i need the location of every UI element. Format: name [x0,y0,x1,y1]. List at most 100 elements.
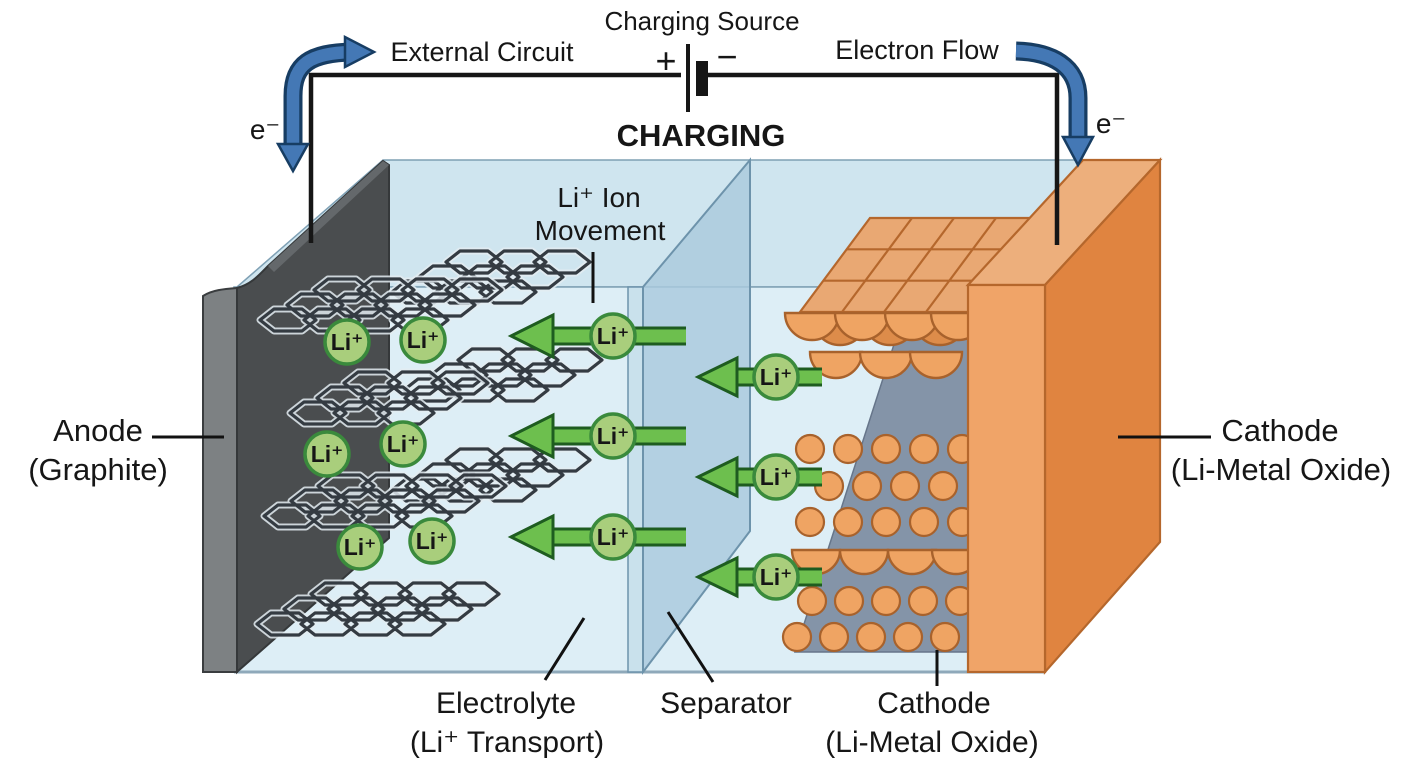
anode-left-edge [202,286,238,673]
oxide-sphere [818,621,850,653]
li-ion [323,318,371,366]
li-ion-label: Li⁺ [416,528,449,554]
anode-label-line2: (Graphite) [28,452,168,487]
oxide-sphere [889,470,921,502]
cathode-right-label-line1: Cathode [1221,413,1338,448]
arrowhead-down-icon [1060,135,1096,168]
arrowhead-down-icon [275,142,311,174]
li-ion-label: Li⁺ [760,364,793,390]
leader-lines [152,252,1211,686]
li-ion [589,513,637,561]
li-ion-movement-label-line2: Movement [535,215,666,246]
li-ion [752,453,800,501]
plus-symbol: + [655,40,676,81]
oxide-sphere [870,433,902,465]
tile-grid-line [925,217,997,313]
cathode-bottom-label-line2: (Li-Metal Oxide) [825,726,1038,759]
oxide-sphere [929,621,961,653]
li-ion-label: Li⁺ [387,431,420,457]
oxide-sphere [907,585,939,617]
minus-symbol: − [716,36,737,77]
labels: Charging Source + − CHARGING External Ci… [28,6,1391,759]
external-circuit-wires [308,44,1060,245]
cathode-front-face [966,283,1047,674]
separator-leader [666,611,715,683]
graphite-sheets [253,247,606,639]
cathode-slab [965,157,1163,675]
external-circuit-label: External Circuit [390,37,574,67]
electron-flow-arrow-right [1015,41,1096,168]
oxide-sphere [908,506,940,538]
wire-left [308,72,681,243]
battery-short-plate [696,61,708,96]
ion-arrowhead-left-icon [694,355,739,399]
li-ion-movement-label-line1: Li⁺ Ion [557,182,640,213]
li-ion [399,316,447,364]
ion-arrowhead-left-icon [694,455,739,499]
cathode-crystal-structure [781,216,1041,653]
oxide-dome [908,350,964,380]
li-ion [408,517,456,565]
battery-symbol [686,44,708,112]
arrow-body [286,45,353,146]
oxide-sphere [927,470,959,502]
oxide-sphere [781,621,813,653]
ion-arrowhead-left-icon [694,555,739,599]
li-ion [336,523,384,571]
li-ion-label: Li⁺ [597,323,630,349]
anode-label-line1: Anode [53,413,143,448]
li-ion-arrows-and-ions: Li⁺ Li⁺ Li⁺ Li⁺ Li⁺ Li⁺ Li⁺ Li⁺ Li⁺ Li⁺ Li⁺ Li⁺ [303,312,822,601]
electrolyte-leader [543,617,586,681]
li-ion [589,412,637,460]
graphite-sheet [402,347,604,403]
oxide-sphere [832,433,864,465]
oxide-sphere [794,506,826,538]
tile-grid-line [841,217,913,313]
ion-arrowhead-left-icon [507,412,555,460]
li-ion-label: Li⁺ [331,329,364,355]
li-ion-label: Li⁺ [760,564,793,590]
charging-source-label: Charging Source [604,6,799,36]
li-ion-label: Li⁺ [311,441,344,467]
anode-top-bevel [268,161,389,272]
cathode-bottom-label-line1: Cathode [877,687,990,720]
li-ion-label: Li⁺ [344,534,377,560]
li-ion [752,353,800,401]
tile-grid-line [883,217,955,313]
li-ion [589,312,637,360]
graphite-sheet [262,473,508,529]
wire-right [708,72,1060,245]
oxide-sphere [855,621,887,653]
li-ion-label: Li⁺ [597,423,630,449]
oxide-sphere [870,585,902,617]
electron-flow-arrow-left [275,34,377,174]
graphite-sheet [255,581,501,637]
li-ion [303,430,351,478]
li-ion-label: Li⁺ [407,327,440,353]
li-ion-label: Li⁺ [597,524,630,550]
oxide-sphere [832,506,864,538]
graphite-sheet [258,277,504,333]
arrowhead-right-icon [343,34,377,70]
electron-symbol-left: e⁻ [250,114,280,145]
oxide-sphere [870,506,902,538]
li-ion [752,553,800,601]
ion-arrowhead-left-icon [507,513,555,561]
oxide-sphere [794,433,826,465]
graphite-sheet [288,370,490,426]
arrow-body [1015,44,1085,138]
oxide-sphere [796,585,828,617]
ion-arrowhead-left-icon [507,312,555,360]
oxide-sphere [892,621,924,653]
li-ion-label: Li⁺ [760,464,793,490]
cathode-right-label-line2: (Li-Metal Oxide) [1171,452,1392,487]
electron-flow-label: Electron Flow [835,35,999,65]
oxide-sphere [851,470,883,502]
separator-label: Separator [660,687,792,720]
electrolyte-label-line1: Electrolyte [436,687,576,720]
electrolyte-label-line2: (Li⁺ Transport) [410,726,604,759]
oxide-sphere [833,585,865,617]
li-ion [379,420,427,468]
